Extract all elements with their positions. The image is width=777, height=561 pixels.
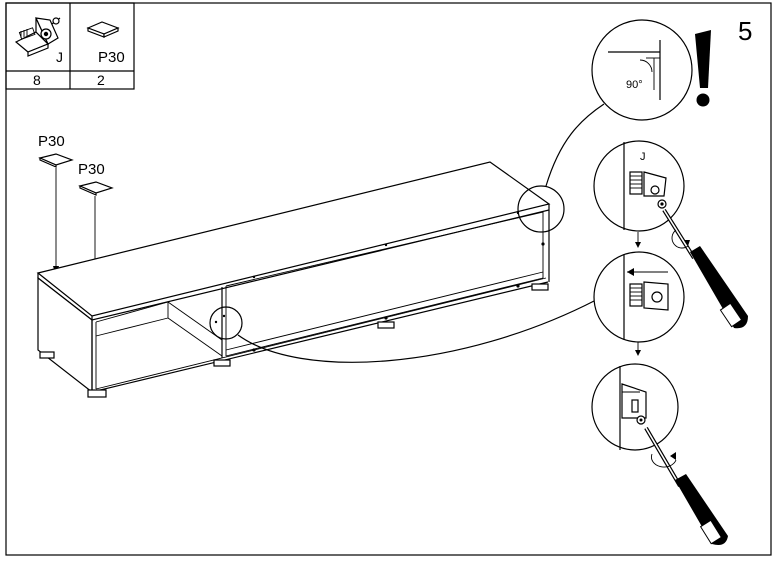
- detail-insert-circle: [593, 251, 685, 343]
- warning-exclamation-icon: [695, 30, 711, 107]
- pad-callout-a: P30: [38, 133, 74, 276]
- screwdriver-icon: [662, 208, 748, 329]
- parts-qty-j: 8: [33, 72, 41, 88]
- parts-label-j: J: [56, 49, 63, 65]
- detail-tighten-circle: J: [593, 140, 685, 232]
- pad-label-a: P30: [38, 133, 65, 150]
- parts-table: J 8 P30 2: [5, 2, 135, 90]
- detail-angle-circle: 90°: [591, 19, 693, 121]
- screwdriver-icon-2: [644, 426, 728, 545]
- parts-label-p30: P30: [98, 49, 125, 66]
- magnify-callout-lines: [209, 103, 605, 363]
- detail-part-label: J: [640, 151, 646, 163]
- parts-qty-p30: 2: [97, 72, 105, 88]
- tv-cabinet-drawing: [36, 161, 551, 398]
- cam-lock-fitting-icon: [14, 17, 61, 57]
- page-frame: [5, 2, 772, 556]
- detail-screw-circle: [591, 363, 679, 451]
- angle-label: 90°: [626, 79, 643, 91]
- pad-label-b: P30: [78, 161, 105, 178]
- step-number: 5: [738, 16, 752, 46]
- pad-icon: [86, 21, 120, 38]
